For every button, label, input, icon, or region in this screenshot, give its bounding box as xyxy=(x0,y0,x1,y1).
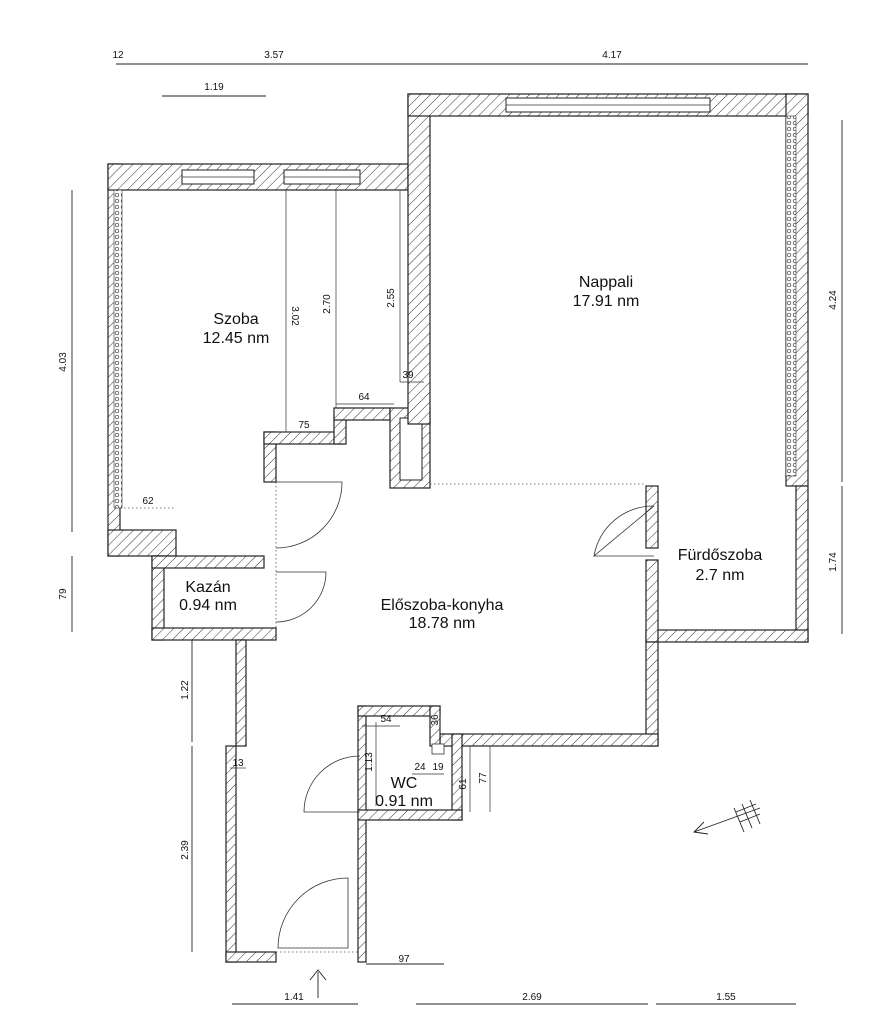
dim-left-122: 1.22 xyxy=(180,680,191,700)
dim-wc-61: 61 xyxy=(458,778,469,790)
wall-kazan-south xyxy=(151,627,277,641)
north-arrow-icon xyxy=(693,799,761,835)
dim-wc-19: 19 xyxy=(432,762,444,773)
dim-right-424: 4.24 xyxy=(828,290,839,310)
wall-partition-hole xyxy=(399,417,423,481)
room-wc-name: WC xyxy=(391,775,418,792)
dim-szoba-302: 3.02 xyxy=(289,306,300,326)
walls xyxy=(107,93,809,963)
dim-szoba-39: 39 xyxy=(402,370,414,381)
insulation-szoba xyxy=(113,189,123,509)
door-wc xyxy=(303,755,361,813)
wall-wc-south xyxy=(357,809,463,821)
room-furdo-area: 2.7 nm xyxy=(696,567,745,584)
windows xyxy=(181,97,711,185)
wall-szoba-inner3 xyxy=(333,407,391,421)
room-nappali-name: Nappali xyxy=(579,274,633,291)
room-eloszoba-name: Előszoba-konyha xyxy=(381,597,504,614)
wall-furdo-west-bottom xyxy=(645,559,659,643)
room-wc-area: 0.91 nm xyxy=(375,793,433,810)
wc-fixture xyxy=(431,743,445,755)
room-szoba-name: Szoba xyxy=(213,311,258,328)
wall-szoba-inner xyxy=(263,431,345,445)
door-kazan xyxy=(275,571,327,623)
wall-eloszoba-east xyxy=(645,641,659,747)
dim-left-403: 4.03 xyxy=(58,352,69,372)
dim-bottom-97: 97 xyxy=(398,954,410,965)
dim-top-12: 12 xyxy=(112,50,124,61)
dim-szoba-75: 75 xyxy=(298,420,310,431)
room-szoba-area: 12.45 nm xyxy=(203,330,270,347)
insulation-nappali xyxy=(785,115,797,477)
dim-top-119: 1.19 xyxy=(204,82,224,93)
door-szoba xyxy=(275,481,343,549)
dim-top-357: 3.57 xyxy=(264,50,284,61)
dim-bottom-155: 1.55 xyxy=(716,992,736,1003)
room-nappali-area: 17.91 nm xyxy=(573,293,640,310)
dim-wc-54: 54 xyxy=(380,714,392,725)
wall-corridor-west-top xyxy=(235,639,247,747)
dim-wc-113: 1.13 xyxy=(364,752,375,772)
room-kazan-area: 0.94 nm xyxy=(179,597,237,614)
dim-wc-36: 36 xyxy=(430,714,441,726)
dim-szoba-62: 62 xyxy=(142,496,154,507)
dim-left-79: 79 xyxy=(58,588,69,600)
dim-right-174: 1.74 xyxy=(828,552,839,572)
dim-szoba-64: 64 xyxy=(358,392,370,403)
room-kazan-name: Kazán xyxy=(185,579,230,596)
wall-furdo-east xyxy=(795,485,809,643)
wall-corridor-east xyxy=(357,705,367,963)
wall-wc-north xyxy=(357,705,441,717)
door-entrance xyxy=(277,877,349,949)
room-furdo-name: Fürdőszoba xyxy=(678,547,763,564)
dim-szoba-270: 2.70 xyxy=(322,294,333,314)
wall-szoba-south xyxy=(107,529,177,557)
dim-hall-13: 13 xyxy=(232,758,244,769)
wall-corridor-west xyxy=(225,745,237,963)
wall-furdo-west-top xyxy=(645,485,659,549)
wall-furdo-south xyxy=(645,629,809,643)
dim-top-417: 4.17 xyxy=(602,50,622,61)
dim-szoba-255: 2.55 xyxy=(386,288,397,308)
dimension-lines xyxy=(71,63,843,1005)
dim-bottom-141: 1.41 xyxy=(284,992,304,1003)
dim-left-239: 2.39 xyxy=(180,840,191,860)
entrance-arrow-icon xyxy=(309,969,327,998)
doors xyxy=(275,481,655,949)
wall-wc-east xyxy=(451,733,463,821)
wall-eloszoba-south xyxy=(439,733,659,747)
wall-szoba-north xyxy=(107,163,409,191)
dim-wc-24: 24 xyxy=(414,762,426,773)
room-eloszoba-area: 18.78 nm xyxy=(409,615,476,632)
dim-wc-77: 77 xyxy=(478,772,489,784)
wall-corridor-south-left xyxy=(225,951,277,963)
wall-kazan-north xyxy=(151,555,265,569)
dim-bottom-269: 2.69 xyxy=(522,992,542,1003)
